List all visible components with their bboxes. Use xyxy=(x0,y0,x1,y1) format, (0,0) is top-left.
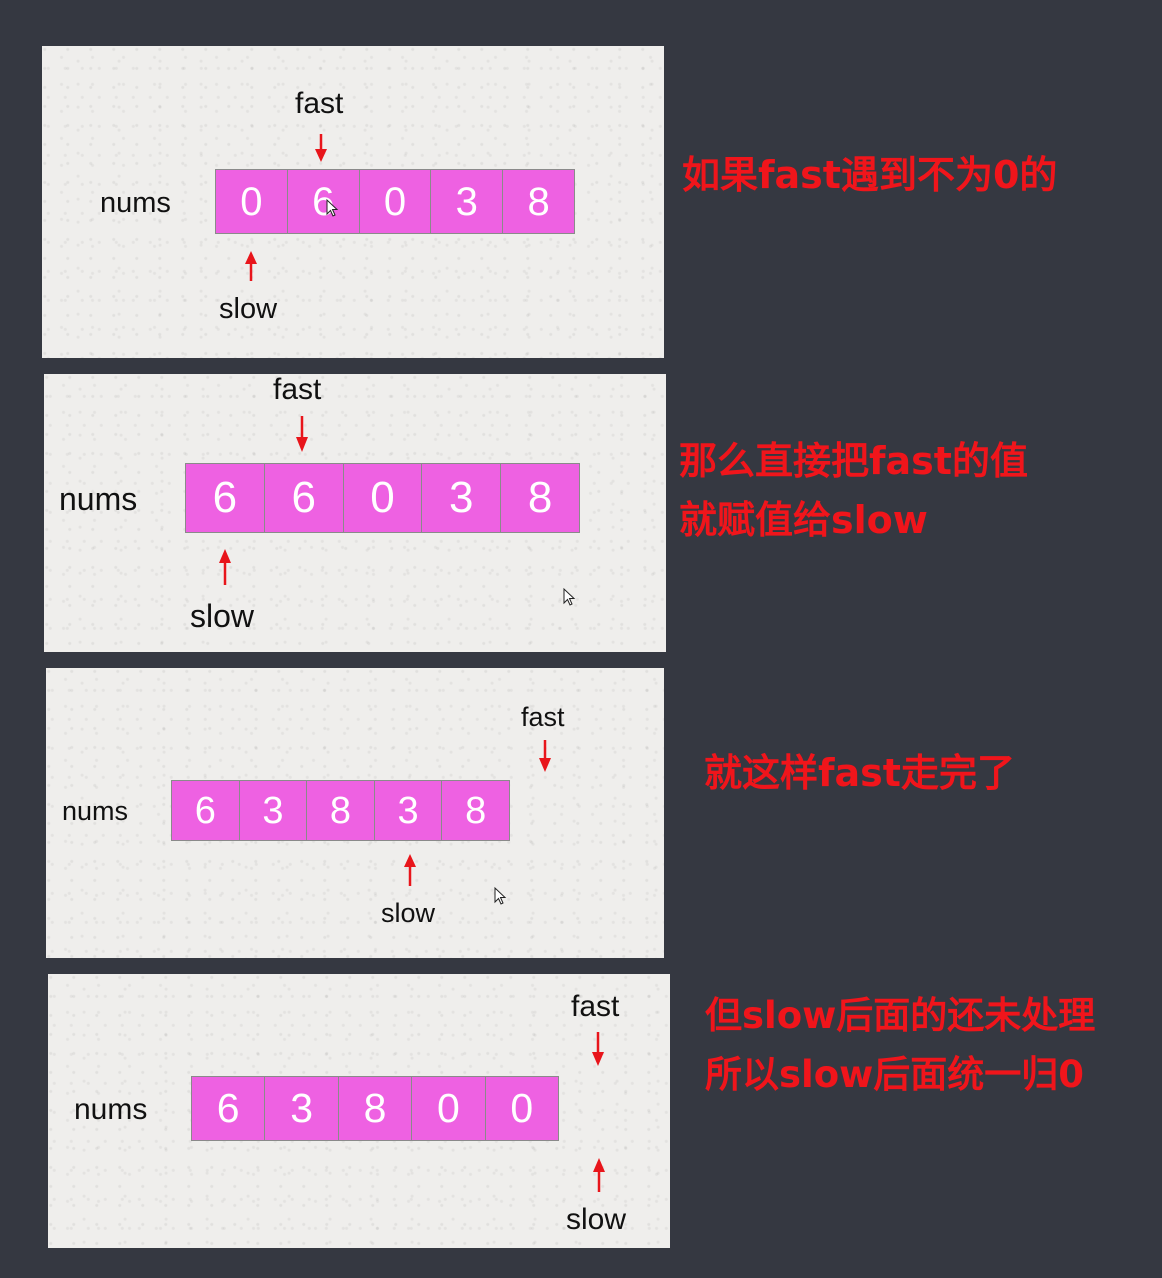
step-panel-2: fast nums 6 6 0 3 8 slow xyxy=(44,374,666,652)
step-panel-3: fast nums 6 3 8 3 8 slow xyxy=(46,668,664,958)
array-cell: 6 xyxy=(172,781,240,840)
array-cell: 0 xyxy=(485,1077,559,1140)
array-cell: 6 xyxy=(287,170,360,233)
fast-arrow-icon xyxy=(315,134,327,162)
array-cell: 8 xyxy=(501,464,579,532)
nums-array: 0 6 0 3 8 xyxy=(215,169,575,234)
array-label: nums xyxy=(59,481,138,517)
nums-array: 6 6 0 3 8 xyxy=(185,463,580,533)
step-1-caption: 如果fast遇到不为0的 xyxy=(682,146,1057,205)
slow-arrow-icon xyxy=(245,251,257,281)
nums-array: 6 3 8 3 8 xyxy=(171,780,510,841)
step-panel-4: fast nums 6 3 8 0 0 slow xyxy=(48,974,670,1248)
array-label: nums xyxy=(62,796,129,826)
slow-arrow-icon xyxy=(593,1158,605,1192)
caption-line: 就这样fast走完了 xyxy=(704,751,1015,795)
fast-arrow-icon xyxy=(539,740,551,772)
slow-label: slow xyxy=(219,293,278,325)
array-cell: 8 xyxy=(307,781,375,840)
slow-arrow-icon xyxy=(219,549,231,585)
array-cell: 3 xyxy=(374,781,443,840)
array-cell: 3 xyxy=(431,170,504,233)
array-cell: 8 xyxy=(503,170,574,233)
nums-array: 6 3 8 0 0 xyxy=(191,1076,559,1141)
step-4-caption: 但slow后面的还未处理 所以slow后面统一归0 xyxy=(705,986,1095,1104)
fast-label: fast xyxy=(571,990,620,1023)
array-cell: 6 xyxy=(192,1077,266,1140)
array-cell: 8 xyxy=(338,1077,413,1140)
fast-arrow-icon xyxy=(296,416,308,452)
array-cell: 0 xyxy=(359,170,432,233)
caption-line: 就赋值给slow xyxy=(679,498,928,542)
array-cell: 0 xyxy=(216,170,288,233)
step-3-caption: 就这样fast走完了 xyxy=(704,744,1015,803)
array-cell: 6 xyxy=(186,464,265,532)
slow-label: slow xyxy=(566,1203,627,1236)
array-cell: 0 xyxy=(412,1077,486,1140)
fast-label: fast xyxy=(521,702,565,732)
fast-label: fast xyxy=(273,374,322,406)
step-2-caption: 那么直接把fast的值 就赋值给slow xyxy=(679,432,1028,550)
array-label: nums xyxy=(100,187,171,219)
slow-label: slow xyxy=(381,898,436,928)
array-cell: 3 xyxy=(239,781,308,840)
caption-line: 那么直接把fast的值 xyxy=(679,439,1028,483)
array-cell: 3 xyxy=(422,464,502,532)
array-cell: 3 xyxy=(265,1077,339,1140)
step-panel-1: fast nums 0 6 0 3 8 slow xyxy=(42,46,664,358)
fast-arrow-icon xyxy=(592,1032,604,1066)
caption-line: 如果fast遇到不为0的 xyxy=(682,153,1058,197)
array-cell: 6 xyxy=(264,464,344,532)
caption-line: 但slow后面的还未处理 xyxy=(705,994,1096,1037)
caption-line: 所以slow后面统一归0 xyxy=(705,1053,1085,1096)
array-label: nums xyxy=(74,1093,148,1126)
array-cell: 8 xyxy=(442,781,509,840)
slow-arrow-icon xyxy=(404,854,416,886)
fast-label: fast xyxy=(295,87,344,120)
array-cell: 0 xyxy=(343,464,423,532)
mouse-cursor-icon xyxy=(326,198,339,217)
mouse-cursor-icon xyxy=(563,587,576,606)
slow-label: slow xyxy=(190,598,255,634)
mouse-cursor-icon xyxy=(494,886,507,905)
